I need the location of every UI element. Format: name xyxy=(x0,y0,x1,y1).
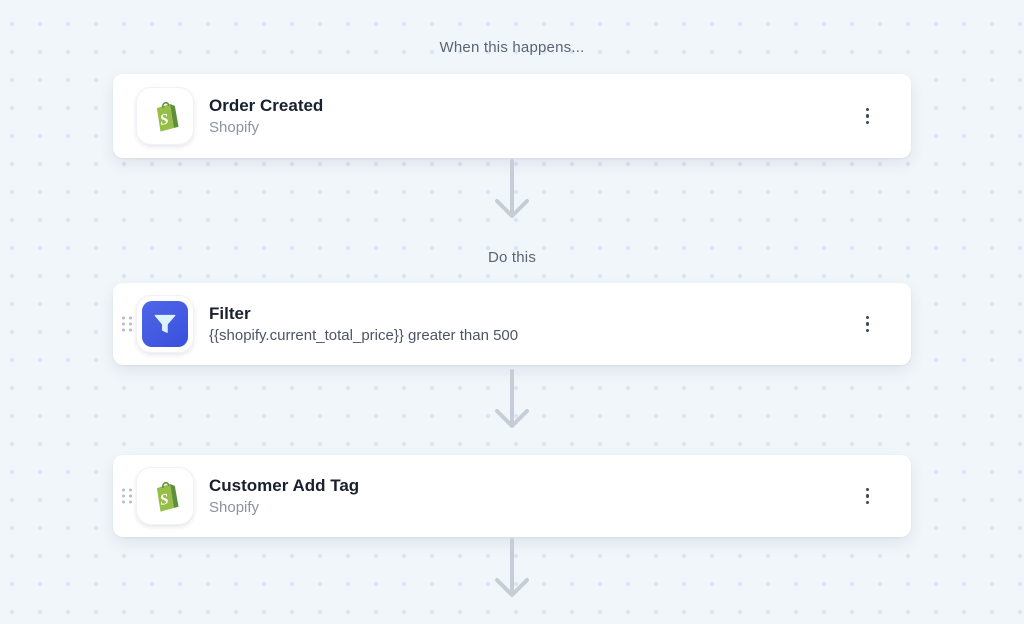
step-card-customer-add-tag[interactable]: S Customer Add Tag Shopify xyxy=(113,455,911,537)
step-menu-button[interactable] xyxy=(858,482,878,511)
kebab-menu-icon xyxy=(865,487,869,492)
shopify-bag-icon: S xyxy=(137,468,193,524)
step-card-filter[interactable]: Filter {{shopify.current_total_price}} g… xyxy=(113,283,911,365)
drag-handle-icon[interactable] xyxy=(118,313,136,336)
action-section-label: Do this xyxy=(487,249,537,266)
step-card-order-created[interactable]: S Order Created Shopify xyxy=(113,74,911,158)
drag-handle-icon[interactable] xyxy=(118,485,136,508)
connector-arrow xyxy=(490,369,534,433)
connector-arrow xyxy=(490,538,534,602)
step-title: Filter xyxy=(209,303,251,323)
step-title: Customer Add Tag xyxy=(209,475,360,495)
svg-text:S: S xyxy=(159,111,170,129)
step-subtitle: Shopify xyxy=(209,118,260,136)
connector-arrow xyxy=(490,159,534,223)
step-subtitle: Shopify xyxy=(209,498,260,516)
trigger-section-label: When this happens... xyxy=(439,39,585,56)
step-menu-button[interactable] xyxy=(858,102,878,131)
filter-funnel-icon xyxy=(137,296,193,352)
step-menu-button[interactable] xyxy=(858,310,878,339)
svg-text:S: S xyxy=(159,491,170,509)
kebab-menu-icon xyxy=(865,315,869,320)
shopify-bag-icon: S xyxy=(137,88,193,144)
kebab-menu-icon xyxy=(865,107,869,112)
step-subtitle: {{shopify.current_total_price}} greater … xyxy=(209,326,519,344)
step-title: Order Created xyxy=(209,95,324,115)
